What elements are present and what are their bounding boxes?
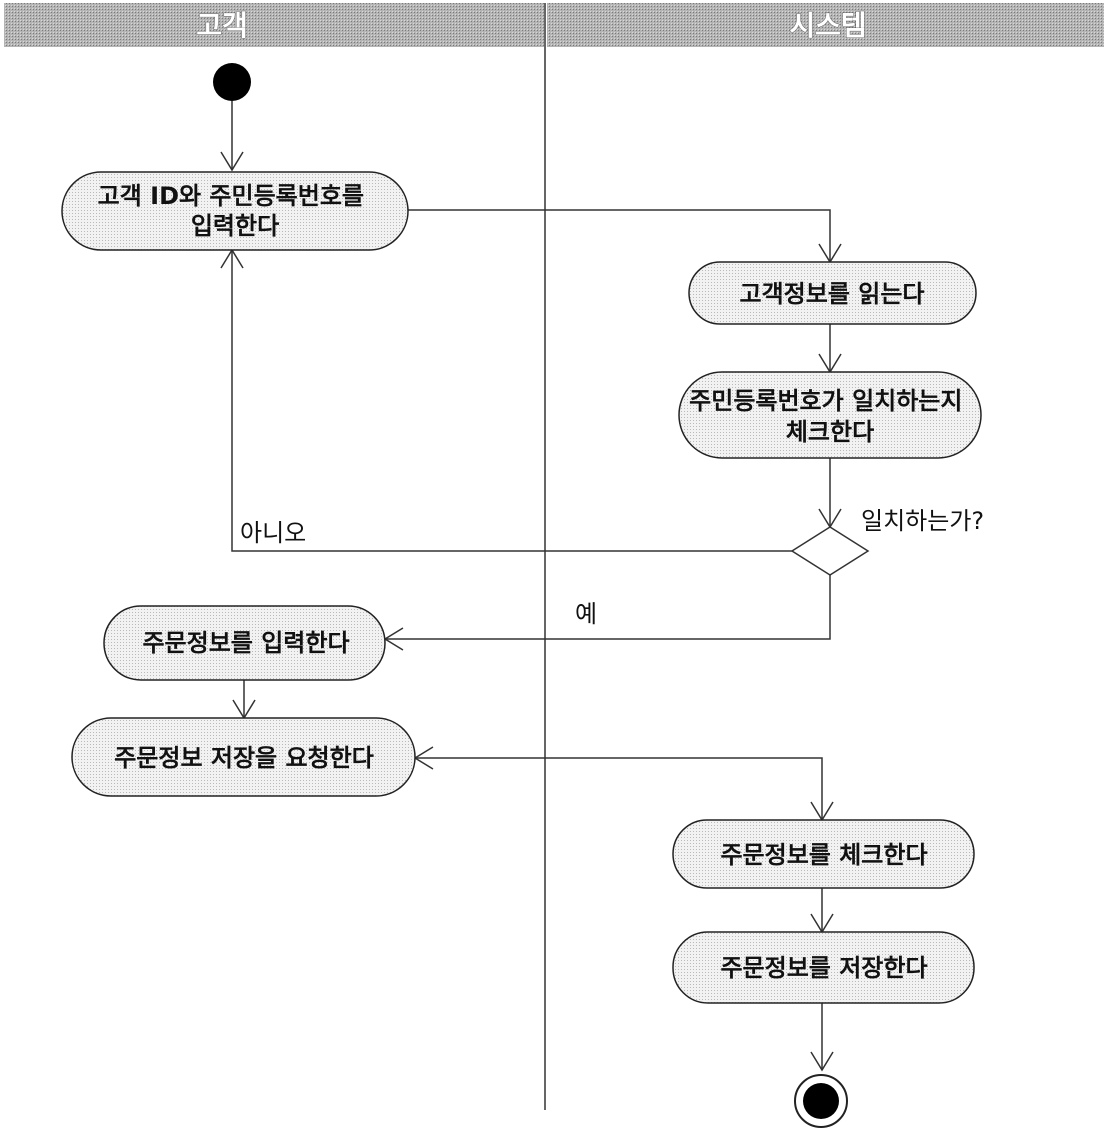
guard-yes-label: 예 [575,600,597,628]
activity-label: 주문정보 저장을 요청한다 [114,744,374,772]
decision-question: 일치하는가? [861,507,984,535]
activity-label: 주문정보를 입력한다 [142,629,349,657]
svg-text:고객 ID와 주민등록번호를 입력한다: 고객 ID와 주민등록번호를 입력한다 [98,182,373,240]
activity-label: 주민등록번호가 일치하는지 [689,387,962,415]
activity-label: 입력한다 [191,212,279,240]
activity-save-order: 주문정보를 저장한다 [672,931,975,1004]
guard-no-label: 아니오 [240,519,306,547]
system-lane-title: 시스템 [789,9,866,42]
system-lane-header [547,3,1104,47]
activity-input-order: 주문정보를 입력한다 [103,605,386,681]
control-flows [220,101,842,1072]
activity-label: 고객정보를 읽는다 [740,280,925,308]
arrowhead [220,151,244,172]
customer-lane-header [4,3,544,47]
decision-node [790,526,870,576]
initial-node [213,63,251,101]
activity-check-ssn: 주민등록번호가 일치하는지 체크한다 [678,371,982,459]
flow-decision-yes-to-input-order [385,575,831,640]
swimlane-header: 고객 시스템 [4,3,1104,47]
flow-input-id-to-read-info [408,209,831,262]
activity-read-info: 고객정보를 읽는다 [688,261,977,325]
activity-check-order: 주문정보를 체크한다 [672,819,975,889]
flow-request-save-to-check-order [415,757,823,820]
flow-decision-no-to-input-id [231,250,792,552]
activity-label: 주문정보를 저장한다 [720,954,927,982]
activity-input-id: 고객 ID와 주민등록번호를 입력한다 [61,171,409,251]
activity-label: 주문정보를 체크한다 [720,841,927,869]
customer-lane-title: 고객 [196,9,248,42]
final-node [794,1074,848,1128]
activity-label: 체크한다 [786,418,874,446]
arrowhead [810,1051,834,1072]
svg-text:주민등록번호가 일치하는지 체크한다: 주민등록번호가 일치하는지 체크한다 [689,387,971,446]
activity-label: 고객 ID와 주민등록번호를 [98,182,364,210]
activity-request-save: 주문정보 저장을 요청한다 [71,717,416,797]
